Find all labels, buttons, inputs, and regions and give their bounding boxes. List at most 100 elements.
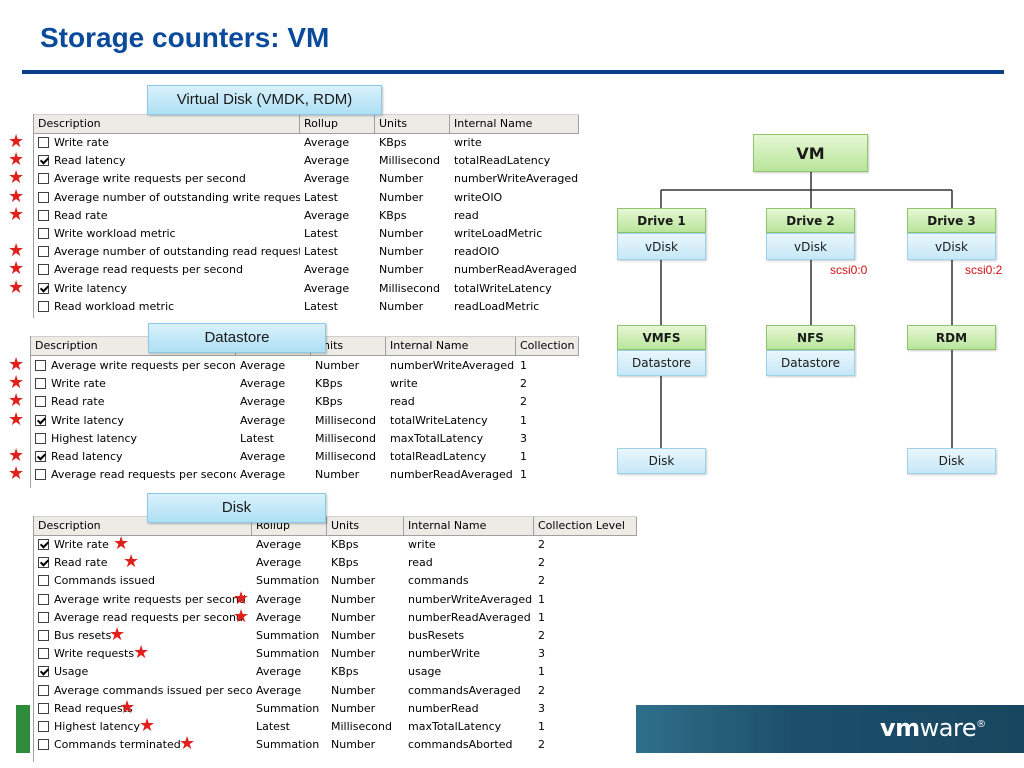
counter-checkbox[interactable] [38,191,49,203]
column-header[interactable]: Internal Name [450,115,579,133]
column-header[interactable]: Collection Level [534,517,637,535]
counter-checkbox[interactable] [35,414,46,426]
counter-units: Number [331,701,376,715]
drive-1-vdisk-node: vDisk [617,233,706,260]
counter-units: Number [315,468,360,482]
counter-checkbox[interactable] [35,360,46,371]
counter-checkbox[interactable] [38,155,49,167]
column-header[interactable]: Internal Name [404,517,534,535]
vmware-logo: vmware® [880,714,986,742]
counter-collection-level: 1 [520,450,527,463]
drive-2-node: Drive 2 [766,208,855,233]
counter-checkbox[interactable] [38,666,49,678]
highlight-star-icon: ★ [8,258,25,280]
counter-checkbox[interactable] [38,228,49,239]
counter-units: Number [379,263,424,277]
counter-checkbox[interactable] [38,246,49,258]
counter-checkbox[interactable] [38,630,49,641]
counter-units: Number [331,647,376,661]
counter-checkbox[interactable] [38,593,49,605]
counter-checkbox[interactable] [38,739,49,751]
counter-checkbox[interactable] [35,396,46,408]
counter-description: Average number of outstanding write requ… [54,190,300,204]
footer-brand-band [636,705,1024,753]
counter-description: Average commands issued per second [54,683,252,697]
counter-checkbox[interactable] [38,282,49,294]
counter-collection-level: 1 [538,610,545,624]
table-row[interactable]: Average number of outstanding read reque… [34,243,579,261]
column-header[interactable]: Units [327,517,404,535]
counter-description: Write requests [54,647,135,661]
counter-checkbox[interactable] [38,209,49,221]
counter-internal-name: write [390,377,418,391]
column-header[interactable]: Rollup [300,115,375,133]
counter-checkbox[interactable] [38,721,49,732]
counter-description: Commands terminated [54,738,181,752]
counter-rollup: Latest [304,227,338,240]
column-header[interactable]: Collection L [516,337,579,355]
counter-internal-name: maxTotalLatency [390,431,484,445]
counter-checkbox[interactable] [38,684,49,696]
counter-checkbox[interactable] [35,432,46,444]
counter-rollup: Average [256,592,302,606]
counter-checkbox[interactable] [38,137,49,148]
column-header[interactable]: Description [34,517,252,535]
counter-internal-name: readLoadMetric [454,299,540,313]
counter-checkbox[interactable] [35,469,46,481]
counter-checkbox[interactable] [38,173,49,185]
counter-checkbox[interactable] [35,451,46,462]
counter-checkbox[interactable] [38,575,49,587]
counter-units: KBps [331,665,359,679]
counter-checkbox[interactable] [38,300,49,312]
counter-checkbox[interactable] [38,557,49,569]
drive-3-vdisk-node: vDisk [907,233,996,260]
column-header[interactable]: Units [375,115,450,133]
counter-checkbox[interactable] [38,539,49,550]
counter-checkbox[interactable] [38,611,49,623]
counter-collection-level: 1 [520,413,527,427]
counter-units: KBps [331,556,359,570]
counter-checkbox[interactable] [38,264,49,276]
column-header[interactable]: Internal Name [386,337,516,355]
highlight-star-icon: ★ [8,240,25,262]
counter-description: Average read requests per second [51,468,236,482]
counter-internal-name: numberWriteAveraged [390,359,515,372]
counter-internal-name: write [408,538,436,551]
table-row[interactable]: Average number of outstanding write requ… [34,189,579,207]
counter-internal-name: write [454,136,482,149]
highlight-star-icon: ★ [8,131,25,152]
counter-checkbox[interactable] [38,648,49,660]
virtual-disk-callout: Virtual Disk (VMDK, RDM) [147,85,382,115]
counter-checkbox[interactable] [38,702,49,714]
counter-checkbox[interactable] [35,378,46,390]
counter-rollup: Average [256,665,302,679]
column-header[interactable]: Description [34,115,300,133]
